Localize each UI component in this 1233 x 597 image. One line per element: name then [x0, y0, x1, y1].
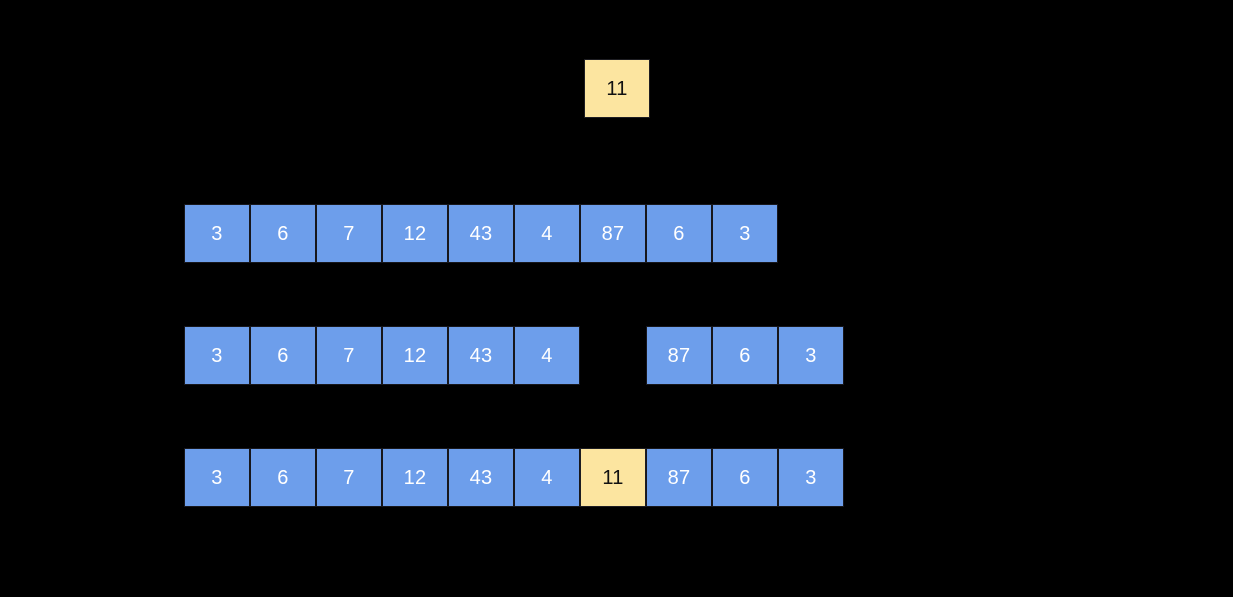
array-cell: 7 — [316, 448, 382, 507]
array-cell-gap — [580, 326, 646, 385]
array-cell: 6 — [250, 448, 316, 507]
array-cell: 4 — [514, 326, 580, 385]
array-cell: 87 — [580, 204, 646, 263]
array-cell: 3 — [184, 204, 250, 263]
array-cell: 12 — [382, 448, 448, 507]
inserted-value-cell: 11 — [584, 59, 650, 118]
array-cell: 6 — [712, 448, 778, 507]
array-cell: 43 — [448, 326, 514, 385]
array-cell: 6 — [712, 326, 778, 385]
array-cell: 43 — [448, 204, 514, 263]
array-cell: 7 — [316, 204, 382, 263]
array-cell: 87 — [646, 326, 712, 385]
array-cell: 4 — [514, 448, 580, 507]
array-cell: 3 — [778, 326, 844, 385]
array-cell: 3 — [184, 326, 250, 385]
array-cell: 11 — [580, 448, 646, 507]
array-cell: 3 — [712, 204, 778, 263]
array-cell: 12 — [382, 204, 448, 263]
array-cell: 3 — [778, 448, 844, 507]
array-cell: 12 — [382, 326, 448, 385]
inserted-value-box: 11 — [584, 59, 650, 118]
array-cell: 87 — [646, 448, 712, 507]
array-cell: 3 — [184, 448, 250, 507]
array-cell: 4 — [514, 204, 580, 263]
array-cell: 6 — [250, 326, 316, 385]
array-cell: 7 — [316, 326, 382, 385]
array-cell: 6 — [250, 204, 316, 263]
array-cell: 6 — [646, 204, 712, 263]
array-cell: 43 — [448, 448, 514, 507]
